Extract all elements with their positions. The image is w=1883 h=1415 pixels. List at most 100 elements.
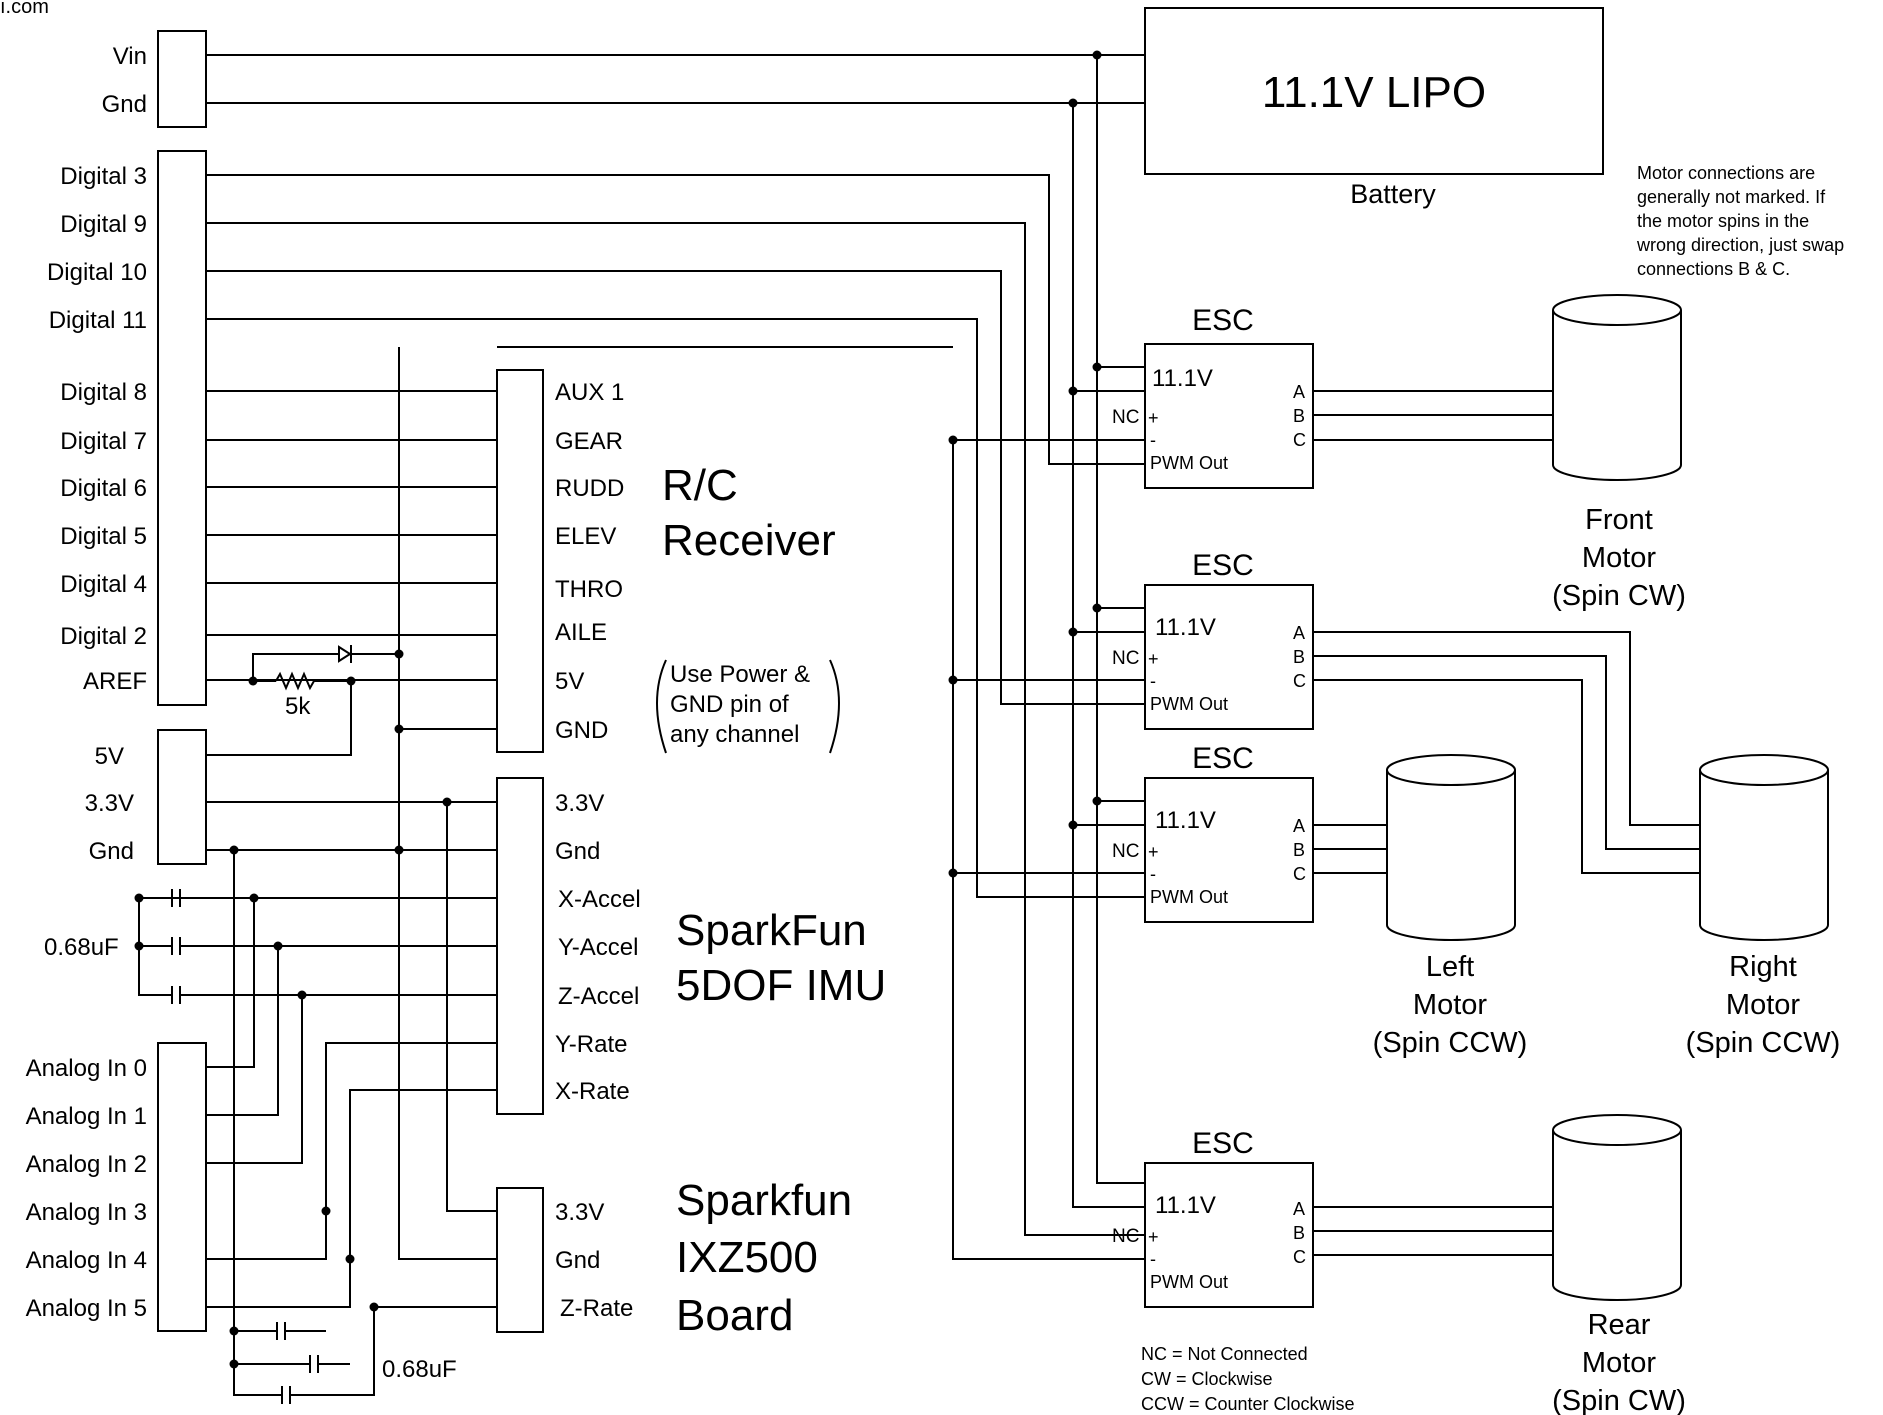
esc-rear-minus: - [1150, 1249, 1156, 1269]
esc-rear-voltage: 11.1V [1155, 1192, 1216, 1219]
motor-rear-cylinder [1552, 1114, 1682, 1301]
esc-front-pwm: PWM Out [1150, 453, 1228, 473]
motor-note-line2: generally not marked. If [1637, 187, 1826, 207]
pin-label-digital-11: Digital 11 [49, 307, 147, 334]
imu-pin-3v3: 3.3V [555, 790, 604, 817]
ixz-capacitors [234, 1322, 350, 1404]
receiver-box [496, 369, 544, 753]
motor-right-cylinder [1699, 754, 1829, 941]
legend-line2: CW = Clockwise [1141, 1369, 1273, 1389]
imu-pin-gnd: Gnd [555, 838, 600, 865]
motor-rear-line2: Motor [1582, 1347, 1656, 1379]
pin-label-digital-7: Digital 7 [60, 428, 147, 455]
motor-left-line1: Left [1426, 951, 1474, 983]
motor-left-line2: Motor [1413, 989, 1487, 1021]
esc-left-voltage: 11.1V [1155, 807, 1216, 834]
rx-pin-thro: THRO [555, 576, 623, 603]
esc-front-nc: NC [1112, 407, 1139, 428]
arduino-power-header [157, 30, 207, 128]
esc-front-phase-b: B [1293, 406, 1305, 426]
esc-left-plus: + [1148, 842, 1159, 862]
pin-label-digital-9: Digital 9 [60, 211, 147, 238]
arduino-digital-header [157, 150, 207, 706]
imu-cap-label: 0.68uF [44, 934, 119, 961]
esc-left-phase-a: A [1293, 816, 1305, 836]
legend: NC = Not Connected CW = Clockwise CCW = … [1141, 1344, 1355, 1414]
esc-left-title: ESC [1192, 742, 1254, 775]
pin-label-digital-3: Digital 3 [60, 163, 147, 190]
pin-label-5v: 5V [95, 743, 124, 770]
ixz500-box [496, 1187, 544, 1333]
esc-rear-plus: + [1148, 1227, 1159, 1247]
receiver-name-line2: Receiver [662, 516, 836, 565]
ixz500-name-line2: IXZ500 [676, 1233, 818, 1282]
motor-right-line1: Right [1729, 951, 1797, 983]
pin-label-analog-0: Analog In 0 [26, 1055, 147, 1082]
rx-pin-rudd: RUDD [555, 475, 624, 502]
receiver-name-line1: R/C [662, 461, 738, 510]
motor-front-line3: (Spin CW) [1552, 580, 1686, 612]
battery-title: 11.1V LIPO [1262, 68, 1486, 117]
rx-pin-aux1: AUX 1 [555, 379, 624, 406]
esc-right-nc: NC [1112, 648, 1139, 669]
imu-pin-x-accel: X-Accel [558, 886, 641, 913]
motor-note-line1: Motor connections are [1637, 163, 1815, 183]
pin-label-digital-5: Digital 5 [60, 523, 147, 550]
esc-front-title: ESC [1192, 304, 1254, 337]
receiver-note-line1: Use Power & [670, 661, 810, 688]
esc-front-phase-c: C [1293, 430, 1306, 450]
motor-note-line4: wrong direction, just swap [1636, 235, 1844, 255]
esc-left-minus: - [1150, 864, 1156, 884]
pin-label-digital-2: Digital 2 [60, 623, 147, 650]
rx-pin-gnd: GND [555, 717, 608, 744]
receiver-note: Use Power & GND pin of any channel [670, 661, 810, 748]
esc-rear-phase-a: A [1293, 1199, 1305, 1219]
ixz500-pin-labels: 3.3V Gnd Z-Rate [555, 1199, 633, 1322]
motor-note-line5: connections B & C. [1637, 259, 1790, 279]
esc-front-minus: - [1150, 430, 1156, 450]
note-bracket-right [829, 659, 840, 754]
imu-pin-labels: 3.3V Gnd X-Accel Y-Accel Z-Accel Y-Rate … [555, 790, 641, 1105]
ixz500-name-line1: Sparkfun [676, 1176, 852, 1225]
battery-box [1144, 7, 1604, 175]
imu-name-line2: 5DOF IMU [676, 961, 886, 1010]
esc-right-pwm: PWM Out [1150, 694, 1228, 714]
esc-right-phase-a: A [1293, 623, 1305, 643]
motor-left-label: Left Motor (Spin CCW) [1373, 951, 1528, 1059]
pin-label-3v3: 3.3V [85, 790, 134, 817]
motor-left-cylinder [1386, 754, 1516, 941]
pin-label-aref: AREF [83, 668, 147, 695]
esc-front-labels: ESC 11.1V NC + - PWM Out A B C [1112, 304, 1306, 473]
pin-label-vin: Vin [113, 43, 147, 70]
motor-note-line3: the motor spins in the [1637, 211, 1809, 231]
pin-label-digital-8: Digital 8 [60, 379, 147, 406]
imu-capacitors [171, 889, 181, 1004]
receiver-pin-labels: AUX 1 GEAR RUDD ELEV THRO AILE 5V GND [555, 379, 624, 744]
esc-front-phase-a: A [1293, 382, 1305, 402]
esc-rear-phase-b: B [1293, 1223, 1305, 1243]
arduino-supply-header [157, 729, 207, 865]
motor-left-line3: (Spin CCW) [1373, 1027, 1528, 1059]
note-bracket-left [656, 659, 667, 754]
ixz-pin-gnd: Gnd [555, 1247, 600, 1274]
esc-left-phase-b: B [1293, 840, 1305, 860]
legend-line1: NC = Not Connected [1141, 1344, 1308, 1364]
wires [138, 54, 1700, 1404]
pin-label-analog-5: Analog In 5 [26, 1295, 147, 1322]
esc-right-voltage: 11.1V [1155, 614, 1216, 641]
motor-front-label: Front Motor (Spin CW) [1552, 504, 1686, 612]
esc-left-nc: NC [1112, 841, 1139, 862]
junction-dots [134, 50, 1102, 1369]
ixz-cap-label: 0.68uF [382, 1356, 457, 1383]
imu-pin-x-rate: X-Rate [555, 1078, 630, 1105]
ixz-pin-3v3: 3.3V [555, 1199, 604, 1226]
esc-left-box [1144, 777, 1314, 923]
esc-rear-title: ESC [1192, 1127, 1254, 1160]
motor-front-line1: Front [1585, 504, 1653, 536]
motor-front-line2: Motor [1582, 542, 1656, 574]
ixz500-name-line3: Board [676, 1291, 793, 1340]
imu-pin-y-accel: Y-Accel [558, 934, 638, 961]
motor-right-line2: Motor [1726, 989, 1800, 1021]
esc-right-labels: ESC 11.1V NC + - PWM Out A B C [1112, 549, 1306, 714]
